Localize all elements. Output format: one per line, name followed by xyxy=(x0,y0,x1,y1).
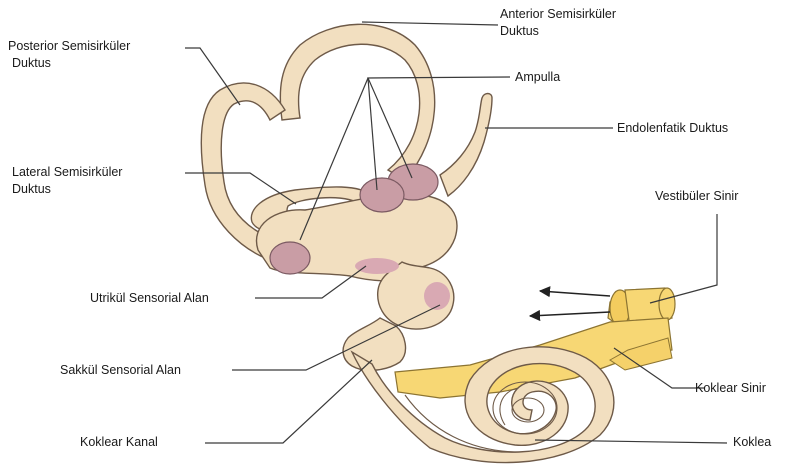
label-saccule-sensory-area: Sakkül Sensorial Alan xyxy=(60,362,181,379)
arrow-lower xyxy=(530,312,610,316)
utricle-sensory-area xyxy=(355,258,399,274)
nerve-arrows xyxy=(530,291,610,316)
leader-koklear-kanal xyxy=(205,360,372,443)
label-cochlea: Koklea xyxy=(733,434,771,451)
label-vestibular-nerve: Vestibüler Sinir xyxy=(655,188,738,205)
label-cochlear-nerve: Koklear Sinir xyxy=(695,380,766,397)
label-ampulla: Ampulla xyxy=(515,69,560,86)
lateral-ampulla xyxy=(360,178,404,212)
label-cochlear-canal: Koklear Kanal xyxy=(80,434,158,451)
label-endolymphatic-duct: Endolenfatik Duktus xyxy=(617,120,728,137)
posterior-ampulla xyxy=(270,242,310,274)
leader-anterior xyxy=(362,22,498,25)
membranous-labyrinth xyxy=(201,24,614,462)
label-utricle-sensory-area: Utrikül Sensorial Alan xyxy=(90,290,209,307)
arrow-upper xyxy=(540,291,610,296)
